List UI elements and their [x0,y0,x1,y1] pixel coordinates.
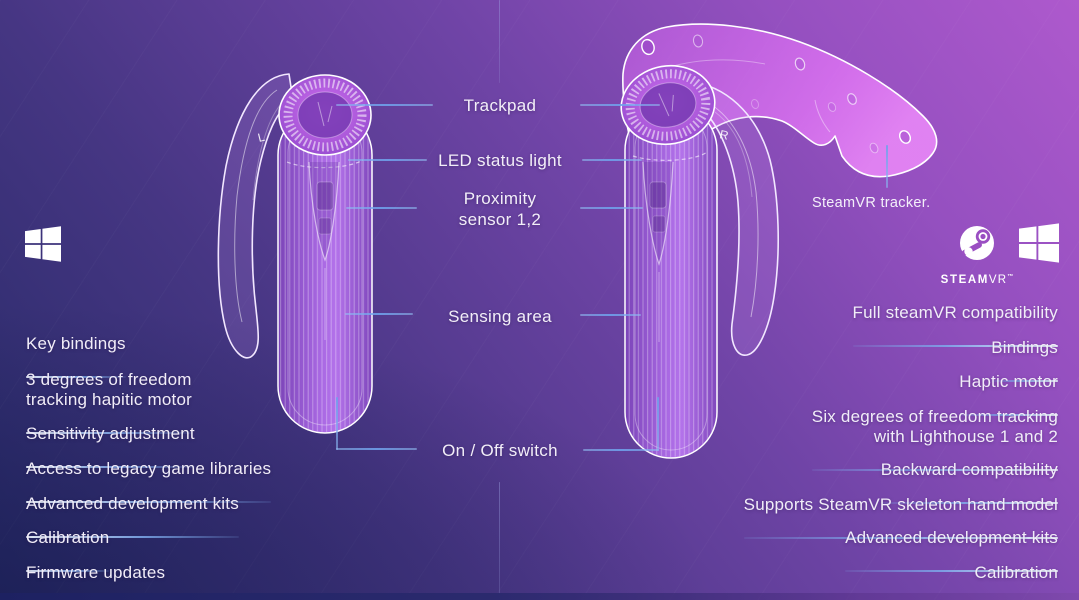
onoff-line-left-vertical [336,397,338,450]
feature-text: Haptic motor [959,372,1058,391]
label-sensing-area: Sensing area [448,307,552,326]
right-controller-loop: R [694,81,780,356]
label-onoff-switch: On / Off switch [442,441,558,460]
label-steamvr-tracker: SteamVR tracker. [812,195,931,211]
feature-text: Sensitivity adjustment [26,424,195,443]
left-feature-legacy-games: Access to legacy game libraries [26,441,272,521]
feature-underline [743,537,1058,539]
feature-text: Supports SteamVR skeleton hand model [743,495,1058,514]
feature-text: Full steamVR compatibility [852,303,1058,322]
bottom-edge-bar [0,593,1079,600]
right-controller-illustration: R [620,23,938,459]
feature-text: Firmware updates [26,563,166,582]
feature-underline [26,570,110,572]
feature-underline [26,466,195,468]
windows-logo-left [25,226,61,262]
vr-wordmark: VR [988,274,1008,286]
left-feature-firmware: Firmware updates [26,545,165,600]
label-proximity-sensor: Proximity sensor 1,2 [458,189,542,229]
feature-text: Backward compatibility [880,460,1058,479]
left-feature-dev-kits: Advanced development kits [26,476,239,556]
sensing-line-right [580,314,641,316]
sensing-line-left [345,313,413,315]
left-controller-illustration: L [217,73,373,434]
feature-underline [26,501,272,503]
feature-text: Advanced development kits [845,528,1058,547]
feature-underline [811,469,1058,471]
bottom-axis-line [499,482,500,600]
feature-text: 3 degrees of freedom tracking hapitic mo… [26,370,192,409]
feature-text: Calibration [974,563,1058,582]
left-trackpad [278,74,372,156]
feature-text: Advanced development kits [26,494,239,513]
onoff-line-left-horizontal [336,448,417,450]
tracker-line [886,145,888,188]
onoff-line-right-vertical [657,397,659,451]
label-led-status: LED status light [438,151,562,170]
trackpad-line-right [580,104,660,106]
left-feature-3dof: 3 degrees of freedom tracking hapitic mo… [26,352,192,452]
feature-text: Access to legacy game libraries [26,459,272,478]
trademark-symbol: ™ [1007,274,1014,280]
right-feature-skeleton-hand: Supports SteamVR skeleton hand model [743,477,1058,557]
feature-underline [26,432,192,434]
feature-underline [959,414,1058,416]
left-feature-key-bindings: Key bindings [26,316,126,396]
feature-text: Calibration [26,528,110,547]
right-feature-calibration: Calibration [975,545,1058,600]
right-trackpad [620,64,716,146]
proximity-line-right [580,207,643,209]
feature-underline [852,345,1058,347]
proximity-line-left [346,207,417,209]
right-feature-haptic-motor: Haptic motor [959,354,1058,434]
right-feature-dev-kits: Advanced development kits [845,510,1058,590]
feature-text: Six degrees of freedom tracking with Lig… [811,407,1058,446]
steamvr-logo-block: STEAMVR™ [938,220,1016,286]
led-line-right [582,159,642,161]
label-trackpad: Trackpad [463,96,537,115]
right-feature-backward-compat: Backward compatibility [880,442,1058,522]
right-feature-steamvr-compat: Full steamVR compatibility [852,285,1058,365]
feature-underline [880,502,1058,504]
led-line-left [348,159,427,161]
windows-logo-right [1019,223,1059,263]
trackpad-line-left [336,104,433,106]
right-feature-6dof: Six degrees of freedom tracking with Lig… [811,389,1058,489]
left-feature-calibration: Calibration [26,510,110,590]
onoff-line-right-horizontal [583,449,659,451]
left-controller-body [277,107,373,434]
steam-wordmark: STEAM [940,274,989,286]
right-hand-mark: R [718,127,730,143]
right-controller-body [624,103,718,459]
feature-underline [26,536,239,538]
feature-text: Bindings [991,338,1058,357]
right-feature-bindings: Bindings [991,320,1058,400]
steamvr-logo-text: STEAMVR™ [938,274,1016,286]
feature-text: Key bindings [26,334,126,353]
top-axis-line [499,0,500,83]
steam-logo-icon [960,226,994,260]
feature-underline [991,380,1058,382]
left-hand-mark: L [256,130,266,145]
feature-underline [26,376,126,378]
left-feature-sensitivity: Sensitivity adjustment [26,406,195,486]
feature-underline [845,570,1058,572]
